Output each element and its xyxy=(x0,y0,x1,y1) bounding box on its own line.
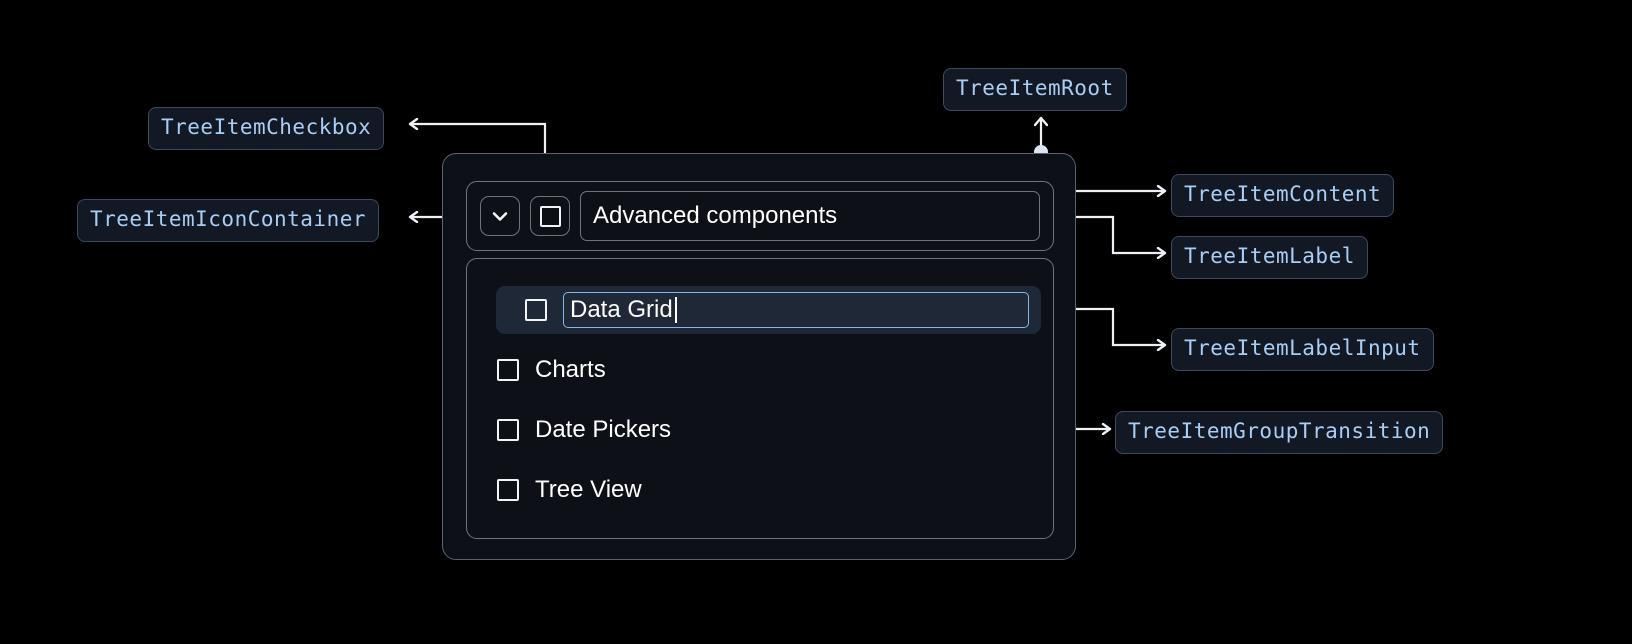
tree-item-content[interactable]: Advanced components xyxy=(466,181,1054,251)
tree-item-group-transition: Data Grid Charts Date Pickers Tree View xyxy=(466,258,1054,539)
tree-item-label-input[interactable]: Data Grid xyxy=(563,292,1029,328)
tree-item-label-text: Date Pickers xyxy=(535,416,672,443)
tree-item-label[interactable]: Advanced components xyxy=(580,191,1040,241)
tree-item-icon-container[interactable] xyxy=(480,196,520,236)
annotation-badge-tree-item-icon-container: TreeItemIconContainer xyxy=(77,199,380,242)
checkbox-unchecked-icon[interactable] xyxy=(525,299,547,321)
chevron-down-icon xyxy=(488,204,512,228)
annotation-badge-tree-item-label: TreeItemLabel xyxy=(1171,236,1368,279)
tree-item-label-input-value: Data Grid xyxy=(570,296,673,323)
tree-item-label-text: Tree View xyxy=(535,476,642,503)
tree-item-row-date-pickers[interactable]: Date Pickers xyxy=(467,406,1053,454)
checkbox-unchecked-icon[interactable] xyxy=(497,479,519,501)
annotation-badge-tree-item-checkbox: TreeItemCheckbox xyxy=(148,107,385,150)
tree-item-row-charts[interactable]: Charts xyxy=(467,346,1053,394)
tree-item-label-text: Advanced components xyxy=(593,202,838,229)
checkbox-unchecked-icon[interactable] xyxy=(497,359,519,381)
annotation-badge-tree-item-label-input: TreeItemLabelInput xyxy=(1171,328,1434,371)
annotation-badge-tree-item-group-transition: TreeItemGroupTransition xyxy=(1115,411,1444,454)
annotation-badge-tree-item-content: TreeItemContent xyxy=(1171,174,1395,217)
tree-item-checkbox[interactable] xyxy=(530,196,570,236)
checkbox-unchecked-icon xyxy=(539,205,561,227)
tree-item-row-data-grid[interactable]: Data Grid xyxy=(496,286,1041,334)
checkbox-unchecked-icon[interactable] xyxy=(497,419,519,441)
annotation-badge-tree-item-root: TreeItemRoot xyxy=(943,68,1127,111)
text-caret xyxy=(674,297,677,323)
tree-item-label-text: Charts xyxy=(535,356,606,383)
tree-item-row-tree-view[interactable]: Tree View xyxy=(467,466,1053,514)
